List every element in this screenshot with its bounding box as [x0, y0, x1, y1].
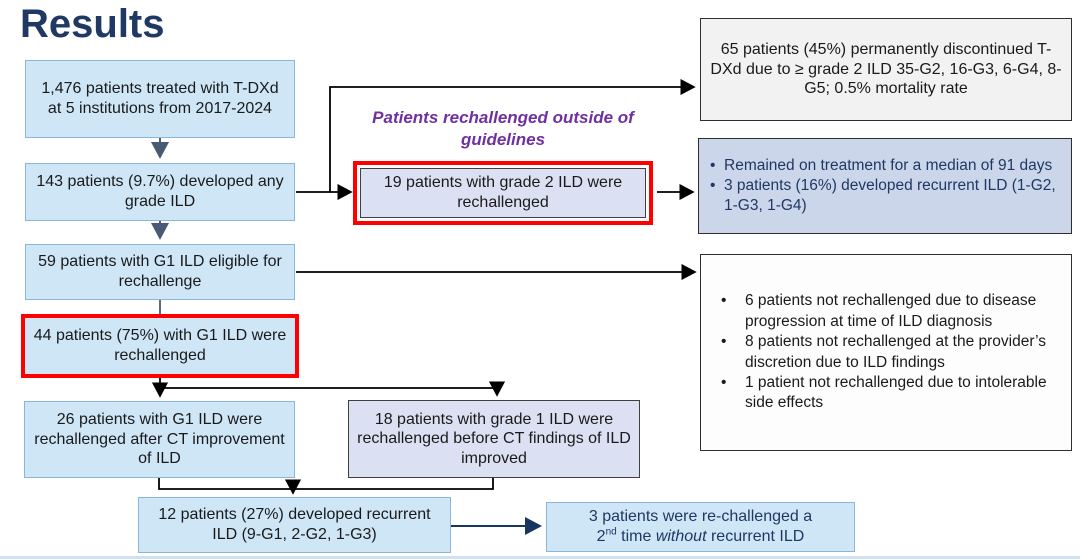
treatment-outcome-item: Remained on treatment for a median of 91… [707, 156, 1063, 176]
flow-box-before-ct-text: 18 patients with grade 1 ILD were rechal… [357, 410, 631, 467]
flow-box-after-ct: 26 patients with G1 ILD were rechallenge… [24, 401, 295, 478]
flow-box-grade2-rechallenged-inner: 19 patients with grade 2 ILD were rechal… [360, 168, 646, 218]
second-rechallenge-mid: time [616, 528, 656, 545]
side-box-discontinued-text: 65 patients (45%) permanently discontinu… [710, 41, 1062, 98]
second-rechallenge-line1: 3 patients were re-challenged a [589, 507, 812, 527]
not-rechallenged-item: 1 patient not rechallenged due to intole… [709, 373, 1063, 414]
not-rechallenged-item: 6 patients not rechallenged due to disea… [709, 291, 1063, 332]
second-rechallenge-number: 2 [596, 528, 606, 545]
treatment-outcome-list: Remained on treatment for a median of 91… [707, 156, 1063, 215]
second-rechallenge-emphasis: without [655, 528, 707, 545]
side-box-not-rechallenged: 6 patients not rechallenged due to disea… [700, 254, 1072, 451]
flow-box-before-ct: 18 patients with grade 1 ILD were rechal… [348, 400, 640, 478]
side-box-treatment-outcome: Remained on treatment for a median of 91… [698, 138, 1072, 234]
flow-box-developed-text: 143 patients (9.7%) developed any grade … [36, 173, 284, 210]
flow-box-treated-text: 1,476 patients treated with T-DXd at 5 i… [41, 80, 279, 117]
flow-box-grade2-rechallenged: 19 patients with grade 2 ILD were rechal… [353, 161, 653, 225]
page-title: Results [20, 2, 165, 46]
rail-merge-recurrent [158, 478, 494, 490]
second-rechallenge-line1-text: 3 patients were re-challenged a [588, 508, 813, 526]
treatment-outcome-item: 3 patients (16%) developed recurrent ILD… [707, 176, 1063, 216]
not-rechallenged-item: 8 patients not rechallenged at the provi… [709, 332, 1063, 373]
flow-box-rechallenged-g1: 44 patients (75%) with G1 ILD were recha… [21, 314, 299, 378]
flow-box-rechallenged-g1-text: 44 patients (75%) with G1 ILD were recha… [33, 327, 287, 364]
side-box-discontinued: 65 patients (45%) permanently discontinu… [700, 18, 1072, 121]
flow-box-after-ct-text: 26 patients with G1 ILD were rechallenge… [34, 411, 285, 468]
flow-box-eligible: 59 patients with G1 ILD eligible for rec… [25, 244, 295, 300]
second-rechallenge-line2: 2nd time without recurrent ILD [597, 527, 805, 547]
flow-box-grade2-rechallenged-text: 19 patients with grade 2 ILD were rechal… [383, 174, 623, 211]
second-rechallenge-ordinal: nd [605, 526, 617, 538]
flow-box-treated: 1,476 patients treated with T-DXd at 5 i… [25, 60, 295, 138]
flow-box-eligible-text: 59 patients with G1 ILD eligible for rec… [38, 253, 282, 290]
flow-box-second-rechallenge: 3 patients were re-challenged a 2nd time… [546, 502, 855, 552]
flow-box-recurrent-text: 12 patients (27%) developed recurrent IL… [158, 506, 431, 543]
slide-bottom-rule [0, 556, 1080, 559]
flow-box-developed: 143 patients (9.7%) developed any grade … [25, 163, 295, 221]
annotation-outside-guidelines: Patients rechallenged outside of guideli… [372, 108, 634, 150]
flow-box-recurrent: 12 patients (27%) developed recurrent IL… [138, 497, 451, 553]
rail-rechallenged-split [159, 378, 497, 389]
second-rechallenge-tail: recurrent ILD [706, 528, 805, 545]
not-rechallenged-list: 6 patients not rechallenged due to disea… [709, 291, 1063, 414]
